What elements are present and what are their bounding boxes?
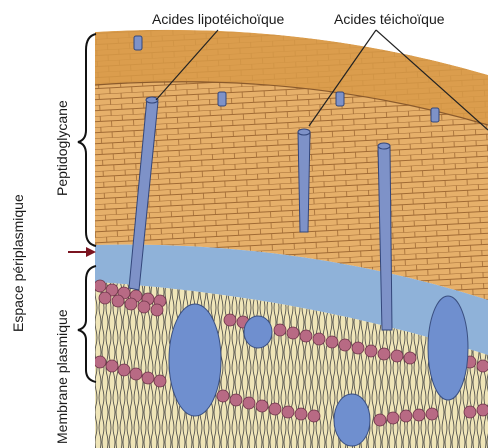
braces (78, 34, 96, 382)
peptidoglycan-brace (78, 34, 96, 246)
label-plasma-membrane: Membrane plasmique (54, 309, 70, 444)
label-periplasmic-space: Espace périplasmique (10, 194, 26, 332)
periplasm-arrow (68, 247, 96, 257)
protein-3 (428, 296, 468, 400)
label-lipoteichoic-acids: Acides lipotéichoïque (152, 11, 285, 27)
protein-2 (244, 316, 272, 348)
membrane-brace (78, 266, 96, 382)
label-peptidoglycan: Peptidoglycane (54, 100, 70, 196)
cell-wall-block (94, 30, 488, 448)
label-teichoic-acids: Acides téichoïque (334, 11, 445, 27)
protein-4 (334, 394, 370, 446)
protein-1 (169, 304, 221, 416)
